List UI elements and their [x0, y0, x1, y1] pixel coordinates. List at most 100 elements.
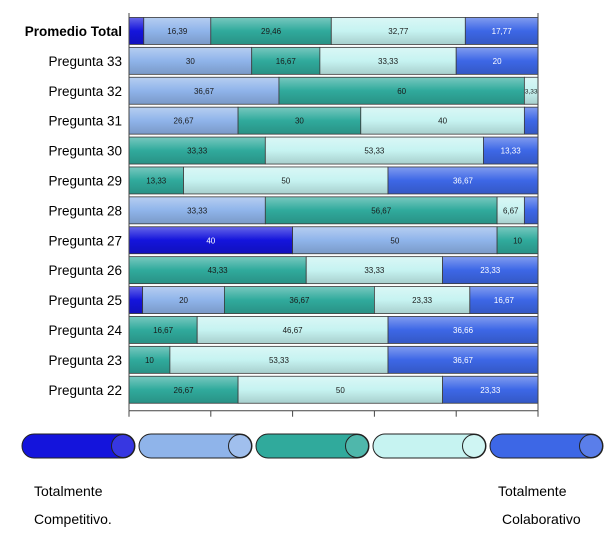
bar-segment [292, 226, 498, 255]
data-label: 20 [493, 57, 502, 66]
bar-segment [183, 166, 389, 195]
data-label: 36,66 [453, 326, 474, 335]
category-label: Pregunta 25 [48, 293, 122, 308]
data-label: 29,46 [261, 27, 282, 36]
bar-segment [169, 345, 389, 374]
data-label: 16,67 [494, 296, 515, 305]
data-label: 50 [390, 236, 399, 245]
bar-segment [143, 17, 212, 45]
data-label: 33,33 [187, 206, 208, 215]
bar-segment [387, 166, 539, 195]
bar-segment [455, 46, 539, 75]
bar-segment [128, 136, 266, 165]
bar-segment [483, 136, 539, 165]
bar-segment [387, 345, 539, 374]
bar-segment [523, 196, 539, 225]
bar-segment [523, 106, 539, 135]
data-label: 33,33 [378, 57, 399, 66]
legend-caption-left-line2: Competitivo. [34, 511, 112, 527]
bar-segment [128, 17, 145, 45]
category-label: Pregunta 26 [48, 263, 122, 278]
bar-segment [264, 196, 498, 225]
data-label: 53,33 [269, 356, 290, 365]
category-label: Pregunta 33 [48, 54, 122, 69]
bar-segment [128, 226, 294, 255]
data-label: 6,67 [503, 206, 519, 215]
bar-segment [264, 136, 484, 165]
data-label: 23,33 [480, 386, 501, 395]
data-label: 26,67 [174, 386, 195, 395]
data-label: 36,67 [194, 87, 215, 96]
bar-segment [319, 46, 457, 75]
category-label: Pregunta 24 [48, 323, 122, 338]
data-label: 16,67 [153, 326, 174, 335]
data-label: 30 [295, 117, 304, 126]
category-label: Pregunta 29 [48, 173, 122, 188]
category-label: Pregunta 27 [48, 233, 122, 248]
category-label: Pregunta 22 [48, 383, 122, 398]
bar-segment [373, 286, 471, 314]
data-label: 13,33 [501, 147, 522, 156]
data-label: 13,33 [146, 176, 167, 185]
data-label: 33,33 [364, 266, 385, 275]
bar-segment [142, 286, 225, 314]
category-label: Pregunta 31 [48, 114, 122, 129]
data-label: 10 [145, 356, 154, 365]
bar-segment [128, 166, 184, 195]
data-label: 32,77 [388, 27, 409, 36]
legend-caption-right-line1: Totalmente [498, 483, 567, 499]
bar-segment [128, 316, 198, 344]
data-label: 26,67 [174, 117, 195, 126]
data-label: 17,77 [492, 27, 513, 36]
bar-segment [496, 226, 539, 255]
bar-segment [278, 76, 525, 105]
bar-segment [330, 17, 466, 45]
data-label: 23,33 [412, 296, 433, 305]
category-label: Promedio Total [25, 24, 122, 39]
bar-segment [128, 46, 253, 75]
data-label: 53,33 [364, 147, 385, 156]
data-label: 46,67 [283, 326, 304, 335]
data-label: 16,39 [167, 27, 188, 36]
legend-swatch-cap [462, 434, 486, 458]
category-label: Pregunta 30 [48, 144, 122, 159]
bar-segment [387, 316, 539, 344]
category-label: Pregunta 28 [48, 203, 122, 218]
data-label: 36,67 [453, 176, 474, 185]
bar-segment [237, 106, 362, 135]
data-label: 43,33 [208, 266, 229, 275]
bar-segment [360, 106, 525, 135]
bar-segment [128, 256, 307, 285]
legend-swatch-cap [228, 434, 252, 458]
data-label: 60 [397, 87, 406, 96]
bar-segment [442, 375, 539, 404]
legend-swatch-cap [579, 434, 603, 458]
bar-segment [251, 46, 321, 75]
data-label: 10 [513, 236, 522, 245]
bar-segment [128, 106, 239, 135]
data-label: 40 [206, 236, 215, 245]
category-label: Pregunta 23 [48, 353, 122, 368]
bar-segment [210, 17, 332, 45]
data-label: 56,67 [371, 206, 392, 215]
data-label: 40 [438, 117, 447, 126]
data-label: 36,67 [453, 356, 474, 365]
legend-swatch-cap [111, 434, 135, 458]
data-label: 3,33 [525, 88, 538, 95]
legend-swatch-cap [345, 434, 369, 458]
data-label: 50 [336, 386, 345, 395]
bar-segment [496, 196, 525, 225]
bar-segment [128, 286, 144, 314]
data-label: 20 [179, 296, 188, 305]
legend-caption-right-line2: Colaborativo [502, 511, 581, 527]
legend-caption-left-line1: Totalmente [34, 483, 103, 499]
data-label: 50 [281, 176, 290, 185]
data-label: 23,33 [480, 266, 501, 275]
bar-segment [224, 286, 375, 314]
data-label: 33,33 [187, 147, 208, 156]
category-label: Pregunta 32 [48, 84, 122, 99]
data-label: 16,67 [276, 57, 297, 66]
data-label: 30 [186, 57, 195, 66]
data-label: 36,67 [289, 296, 310, 305]
